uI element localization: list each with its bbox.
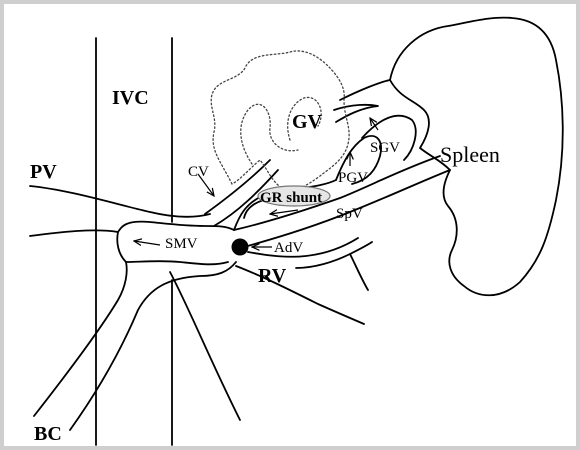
spleen-label: Spleen: [440, 142, 500, 167]
gv-label: GV: [292, 111, 323, 133]
rv-end-branch: [350, 254, 368, 290]
smv-label: SMV: [165, 236, 198, 252]
adv-dot: [232, 239, 249, 256]
spv-label: SpV: [336, 206, 363, 222]
rv-lower-wall: [236, 266, 364, 324]
rv-label: RV: [258, 265, 287, 287]
portal-vein-lower-wall: [30, 230, 118, 236]
gv-varices-outline: [211, 51, 349, 190]
gv-varices-inner-1: [241, 104, 298, 164]
ivc-label: IVC: [112, 87, 149, 109]
trunk-to-right: [170, 272, 240, 420]
smv-left-end: [117, 232, 126, 262]
gr-shunt-label: GR shunt: [260, 190, 322, 206]
smv-lower-wall: [126, 261, 228, 264]
pv-label: PV: [30, 161, 57, 183]
smv-arrow: [134, 241, 160, 245]
bc-right-wall: [70, 262, 236, 430]
sgv-label: SGV: [370, 140, 400, 156]
cv-label: CV: [188, 164, 209, 180]
splenic-hilum-upper: [340, 80, 390, 100]
bc-left-wall: [34, 262, 127, 416]
pgv-label: PGV: [338, 170, 368, 186]
adv-label: AdV: [274, 240, 303, 256]
smv-upper-wall: [118, 222, 234, 232]
portal-vein-upper-wall: [30, 186, 210, 217]
bc-label: BC: [34, 423, 62, 445]
